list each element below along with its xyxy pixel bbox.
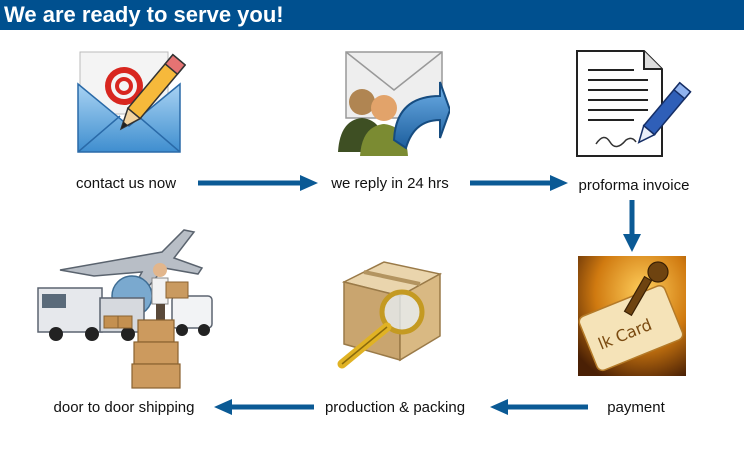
arrow-left-icon [490,399,588,415]
arrow-down-icon [623,200,641,252]
step-label-proforma: proforma invoice [578,177,690,194]
header-banner: We are ready to serve you! [0,0,744,30]
email-envelope-pencil-icon [77,51,186,153]
plane-truck-boxes-icon [37,229,213,389]
step-label-shipping: door to door shipping [53,399,195,416]
signed-document-pen-icon [576,50,692,157]
credit-card-key-icon: lk Card [578,256,686,376]
box-magnifier-icon [337,261,443,369]
step-label-reply: we reply in 24 hrs [331,175,449,192]
reply-envelope-users-icon [338,51,450,156]
step-label-payment: payment [607,399,665,416]
arrow-left-icon [214,399,314,415]
step-label-contact: contact us now [75,175,177,192]
page-title: We are ready to serve you! [4,2,284,27]
arrow-right-icon [470,175,568,191]
arrow-right-icon [198,175,318,191]
step-label-production: production & packing [324,399,466,416]
